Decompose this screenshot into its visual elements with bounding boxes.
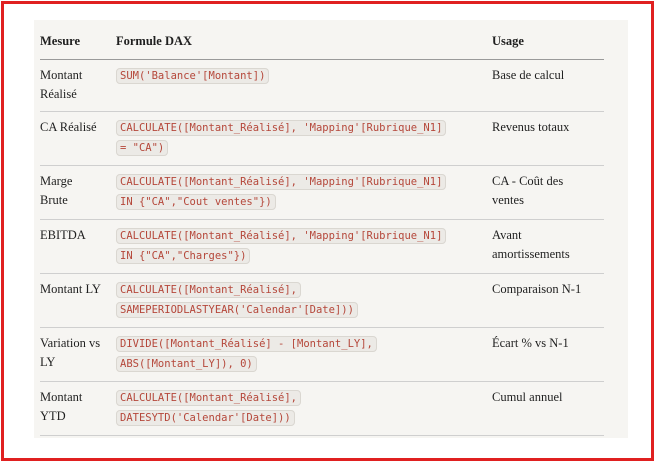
cell-formule-line: CALCULATE([Montant_Réalisé],: [120, 392, 298, 404]
cell-mesure-line: EBITDA: [40, 228, 86, 242]
cell-mesure-line: Variation vs: [40, 336, 101, 350]
cell-formule-line: = "CA"): [120, 142, 165, 154]
cell-usage: Cumul annuel: [492, 381, 604, 436]
cell-formule-line: ABS([Montant_LY]), 0): [120, 358, 253, 370]
cell-mesure-line: Montant LY: [40, 282, 101, 296]
cell-usage: Écart % vs N-1: [492, 327, 604, 382]
cell-usage-line: CA - Coût des: [492, 174, 564, 188]
cell-usage: Comparaison N-1: [492, 273, 604, 328]
table-row: CA Réalisé CALCULATE([Montant_Réalisé], '…: [40, 111, 604, 166]
cell-usage-line: Comparaison N-1: [492, 282, 582, 296]
cell-mesure: EBITDA: [40, 219, 116, 274]
dax-formula-code: CALCULATE([Montant_Réalisé], DATESYTD('Ca…: [116, 390, 302, 426]
cell-mesure: Montant LY: [40, 273, 116, 328]
cell-formule: CALCULATE([Montant_Réalisé], DATESYTD('Ca…: [116, 381, 492, 436]
cell-mesure-line: Montant: [40, 68, 83, 82]
table-header-row: Mesure Formule DAX Usage: [40, 26, 604, 60]
cell-usage-line: ventes: [492, 193, 524, 207]
dax-formula-code: CALCULATE([Montant_Réalisé], 'Mapping'[R…: [116, 120, 447, 156]
cell-formule-line: CALCULATE([Montant_Réalisé],: [120, 284, 298, 296]
cell-formule-line: SUM('Balance'[Montant]): [120, 70, 266, 82]
dax-formula-code: CALCULATE([Montant_Réalisé], 'Mapping'[R…: [116, 174, 447, 210]
cell-usage-line: Avant: [492, 228, 522, 242]
cell-usage-line: Revenus totaux: [492, 120, 570, 134]
dax-formula-code: CALCULATE([Montant_Réalisé], 'Mapping'[R…: [116, 228, 447, 264]
table-row: Montant LY CALCULATE([Montant_Réalisé], SA…: [40, 273, 604, 328]
cell-usage: Revenus totaux: [492, 111, 604, 166]
header-formule-dax: Formule DAX: [116, 26, 492, 60]
cell-formule-line: IN {"CA","Cout ventes"}): [120, 196, 272, 208]
cell-mesure-line: CA Réalisé: [40, 120, 97, 134]
cell-usage-line: amortissements: [492, 247, 570, 261]
cell-mesure-line: LY: [40, 355, 56, 369]
cell-usage: Base de calcul: [492, 59, 604, 112]
cell-formule-line: IN {"CA","Charges"}): [120, 250, 247, 262]
cell-mesure-line: Réalisé: [40, 87, 77, 101]
cell-mesure-line: YTD: [40, 409, 66, 423]
cell-usage-line: Base de calcul: [492, 68, 565, 82]
cell-mesure: Variation vs LY: [40, 327, 116, 382]
dax-formula-code: SUM('Balance'[Montant]): [116, 68, 270, 84]
cell-usage-line: Cumul annuel: [492, 390, 563, 404]
cell-mesure: CA Réalisé: [40, 111, 116, 166]
cell-formule-line: CALCULATE([Montant_Réalisé], 'Mapping'[R…: [120, 122, 443, 134]
cell-formule-line: DIVIDE([Montant_Réalisé] - [Montant_LY],: [120, 338, 373, 350]
cell-usage: Avant amortissements: [492, 219, 604, 274]
cell-formule: CALCULATE([Montant_Réalisé], 'Mapping'[R…: [116, 219, 492, 274]
table-row: EBITDA CALCULATE([Montant_Réalisé], 'Mapp…: [40, 219, 604, 274]
cell-mesure-line: Marge: [40, 174, 73, 188]
cell-formule-line: CALCULATE([Montant_Réalisé], 'Mapping'[R…: [120, 176, 443, 188]
cell-formule-line: CALCULATE([Montant_Réalisé], 'Mapping'[R…: [120, 230, 443, 242]
cell-formule: DIVIDE([Montant_Réalisé] - [Montant_LY],…: [116, 327, 492, 382]
table-row: Variation vs LY DIVIDE([Montant_Réalisé] -…: [40, 327, 604, 382]
header-usage: Usage: [492, 26, 604, 60]
cell-mesure-line: Brute: [40, 193, 68, 207]
cell-usage: CA - Coût des ventes: [492, 165, 604, 220]
cell-usage-line: Écart % vs N-1: [492, 336, 569, 350]
cell-mesure-line: Montant: [40, 390, 83, 404]
cell-formule: CALCULATE([Montant_Réalisé], SAMEPERIODLA…: [116, 273, 492, 328]
dax-formula-code: DIVIDE([Montant_Réalisé] - [Montant_LY],…: [116, 336, 377, 372]
dax-formula-code: CALCULATE([Montant_Réalisé], SAMEPERIODLA…: [116, 282, 358, 318]
cell-formule-line: SAMEPERIODLASTYEAR('Calendar'[Date])): [120, 304, 354, 316]
cell-formule-line: DATESYTD('Calendar'[Date])): [120, 412, 291, 424]
cell-formule: SUM('Balance'[Montant]): [116, 59, 492, 112]
cell-formule: CALCULATE([Montant_Réalisé], 'Mapping'[R…: [116, 111, 492, 166]
header-mesure: Mesure: [40, 26, 116, 60]
cell-formule: CALCULATE([Montant_Réalisé], 'Mapping'[R…: [116, 165, 492, 220]
